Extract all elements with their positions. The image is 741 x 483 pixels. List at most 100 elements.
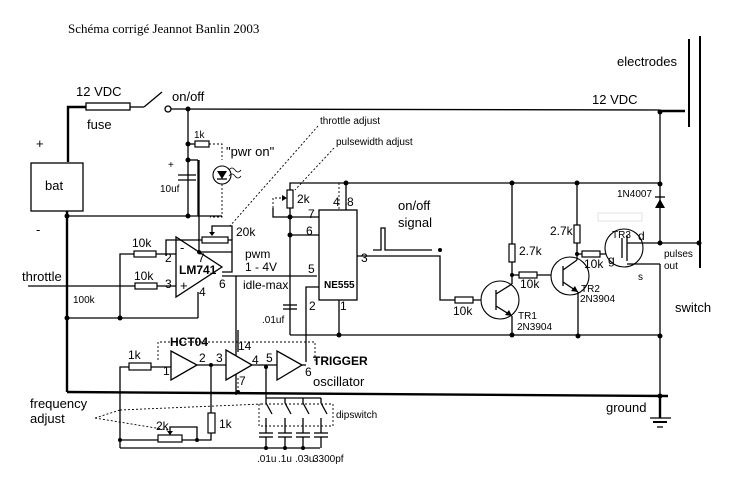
oscillator-label: oscillator (313, 374, 365, 389)
feedback-wire (165, 239, 202, 256)
resistor-1k-fb (207, 412, 216, 434)
opamp-pin7: 7 (198, 251, 205, 265)
inv-pin5: 5 (266, 351, 273, 365)
faint-artifact (597, 212, 643, 222)
dip-switch-1[interactable] (265, 402, 273, 415)
out-label: out (664, 261, 678, 272)
junction-dot (197, 250, 201, 254)
feedback-wire (222, 239, 233, 273)
opamp-pin2: 2 (165, 251, 172, 265)
dip-switch-3[interactable] (302, 402, 310, 415)
battery-plus-label: + (36, 136, 44, 151)
junction-dot (657, 333, 663, 339)
power-supply: 12 VDC fuse on/off + - bat (30, 84, 685, 398)
pot-wiper-arrow-icon (209, 232, 215, 236)
resistor-1k-label: 1k (194, 130, 206, 141)
junction-dot (509, 180, 515, 186)
timer-section: NE555 4 8 7 6 5 3 2 1 2k .01uf on/off si… (262, 180, 660, 362)
junction-dot (236, 390, 240, 394)
tr3-gate-label: g (608, 253, 615, 267)
opamp-minus-label: - (180, 240, 184, 255)
inv-pin3: 3 (216, 351, 223, 365)
trigger-label: TRIGGER (313, 354, 368, 368)
inv-pin4: 4 (252, 353, 259, 367)
transistor-tr1 (480, 280, 520, 320)
dip-switch-2[interactable] (284, 402, 292, 415)
pot-wiper-arrow-icon (282, 195, 287, 201)
fuse-label: fuse (87, 117, 112, 132)
pulses-label: pulses (664, 249, 693, 260)
potentiometer-2k-osc (157, 434, 183, 443)
resistor-100k-label: 100k (73, 295, 96, 306)
opamp-pin3: 3 (165, 277, 172, 291)
cap-10uf-label: 10uf (160, 184, 180, 195)
throttle-adjust-label: throttle adjust (320, 116, 380, 127)
pin7-wire (272, 208, 319, 218)
battery-plus-wire (66, 105, 86, 162)
pwm-range-label: 1 - 4V (245, 260, 277, 274)
junction-dot (287, 232, 293, 238)
dip-switch-4[interactable] (320, 402, 328, 415)
junction-dot (336, 332, 342, 338)
supply-right-label: 12 VDC (592, 92, 638, 107)
tr2-type-label: 2N3904 (580, 294, 615, 305)
freq-adjust-leader (119, 403, 263, 411)
freq-adjust-leader (94, 409, 121, 419)
ne555-pin6: 6 (306, 224, 313, 238)
resistor-10k-tr1 (454, 296, 474, 304)
junction-dot (64, 315, 70, 321)
resistor-1k-led (194, 140, 210, 148)
opamp-section: LM741 - + 2 3 7 6 4 20k 10k 10k throttle… (22, 160, 317, 395)
resistor-10k-b (134, 282, 158, 290)
adjust-label: adjust (30, 411, 65, 426)
cap-01uf-label: .01uf (262, 315, 284, 326)
junction-dot (301, 446, 305, 450)
resistor-27k-a-label: 2.7k (519, 244, 543, 258)
pot-2k-osc-label: 2k (156, 419, 170, 433)
dipswitch-label: dipswitch (336, 410, 377, 421)
battery (30, 162, 84, 212)
junction-dot (64, 213, 70, 219)
junction-dot (283, 446, 287, 450)
transistor-tr2 (550, 256, 590, 296)
inverter-gate-3 (276, 349, 304, 382)
cap-value-3: .03u (295, 454, 314, 465)
resistor-1k-osc-label: 1k (128, 348, 142, 362)
supply-rail-12v (170, 108, 661, 111)
pulsewidth-adjust-leader (294, 147, 335, 191)
ne555-chip (318, 209, 358, 301)
battery-minus-label: - (36, 222, 40, 237)
throttle-adjust-leader (229, 125, 319, 227)
tr2-emitter-arrow-icon (571, 286, 578, 292)
pwm-label: pwm (245, 247, 270, 261)
input-wire (119, 253, 134, 283)
transistor-tr3-mosfet (604, 228, 644, 268)
inverter-gate-2 (225, 348, 254, 382)
potentiometer-2k (286, 189, 294, 209)
on-off-signal-label-1: on/off (398, 198, 431, 213)
switch-terminal (164, 105, 172, 113)
tr2-collector (562, 259, 578, 271)
resistor-10k-b-label: 10k (134, 269, 154, 283)
output-section: 1N4007 pulses out switch electrodes 12 V… (592, 36, 711, 428)
pot-2k-label: 2k (297, 192, 311, 206)
junction-dot (574, 180, 580, 186)
pot-wiper-wire (211, 225, 233, 240)
tr3-label: TR3 (612, 230, 631, 241)
ne555-pin5: 5 (308, 262, 315, 276)
pot-wiper-wire (272, 197, 284, 208)
ne555-pin3: 3 (361, 251, 368, 265)
inverter-gate-1 (170, 349, 199, 382)
cap-value-2: .1u (278, 454, 292, 465)
pwr-on-label: "pwr on" (226, 144, 275, 159)
ne555-pin4: 4 (333, 195, 340, 209)
junction-dot (509, 332, 515, 338)
pin2-trigger-wire (305, 286, 319, 362)
pot-20k-label: 20k (236, 225, 256, 239)
oscillator-section: HCT04 1k 1 2 3 4 14 7 5 6 TRIGGER oscill… (30, 330, 377, 465)
junction-dot (195, 438, 199, 442)
switch-label: switch (675, 300, 711, 315)
on-off-label: on/off (172, 89, 205, 104)
wire (209, 143, 223, 160)
resistor-27k-b-label: 2.7k (550, 224, 574, 238)
